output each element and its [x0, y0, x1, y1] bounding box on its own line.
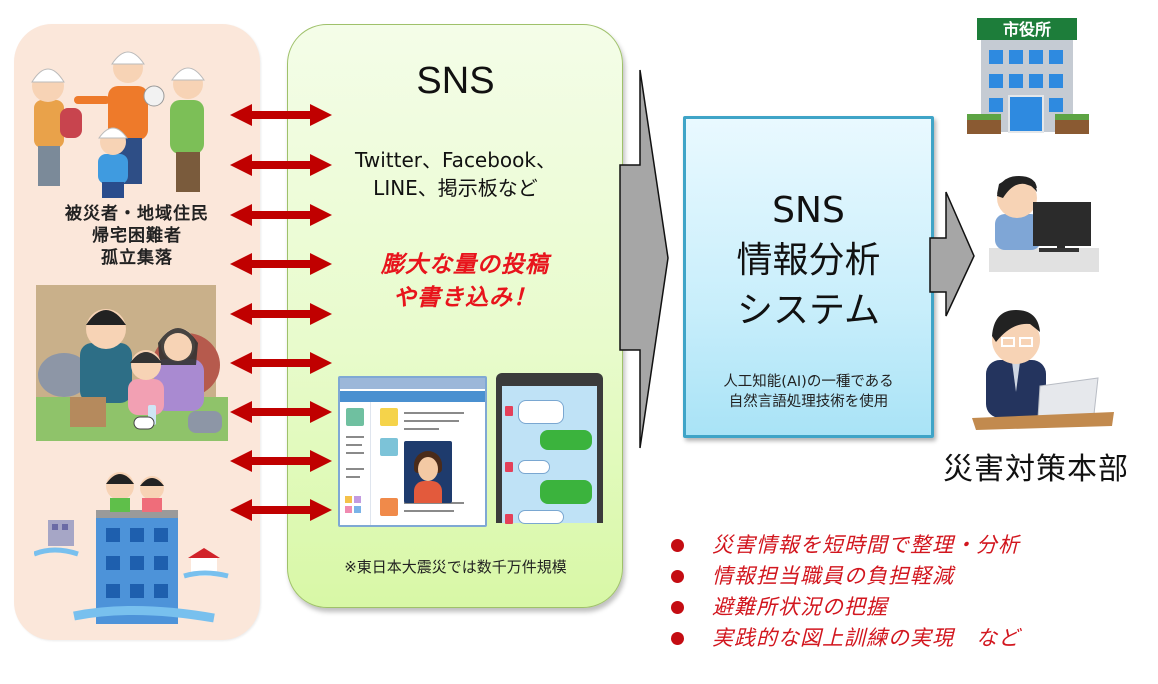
flow-arrow-to-hq-icon — [929, 191, 975, 317]
platforms-line-1: Twitter、Facebook、 — [354, 148, 556, 172]
exchange-arrow-icon — [230, 204, 332, 226]
exchange-arrow-icon — [230, 352, 332, 374]
exchange-arrow-icon — [230, 450, 332, 472]
benefit-item: 災害情報を短時間で整理・分析 — [665, 530, 1020, 561]
sns-browser-illustration — [338, 376, 487, 527]
bullet-icon — [671, 632, 684, 645]
benefit-text: 災害情報を短時間で整理・分析 — [712, 533, 1020, 557]
city-hall-sign: 市役所 — [1003, 20, 1051, 39]
system-title-line-1: SNS — [772, 190, 845, 231]
benefit-item: 避難所状況の把握 — [665, 592, 1020, 623]
benefits-list: 災害情報を短時間で整理・分析 情報担当職員の負担軽減 避難所状況の把握 実践的な… — [665, 530, 1020, 654]
system-title-line-2: 情報分析 — [736, 240, 881, 281]
flooded-building-illustration — [34, 472, 229, 624]
platforms-line-2: LINE、掲示板など — [373, 176, 538, 200]
posts-line-2: や書き込み！ — [393, 285, 537, 311]
official-with-laptop-illustration — [972, 310, 1114, 430]
label-stranded-commuters: 帰宅困難者 — [92, 226, 182, 246]
system-subtitle-line-2: 自然言語処理技術を使用 — [728, 394, 889, 410]
sns-title: SNS — [416, 60, 495, 102]
exchange-arrow-icon — [230, 401, 332, 423]
benefit-text: 実践的な図上訓練の実現 など — [712, 626, 1020, 650]
exchange-arrow-icon — [230, 104, 332, 126]
evacuation-shelter-illustration — [36, 285, 228, 441]
label-residents: 被災者・地域住民 — [65, 204, 209, 224]
smartphone-chat-illustration — [496, 373, 603, 524]
exchange-arrow-icon — [230, 253, 332, 275]
affected-people-label: 被災者・地域住民 帰宅困難者 孤立集落 — [14, 203, 260, 269]
posts-line-1: 膨大な量の投稿 — [381, 252, 549, 278]
bullet-icon — [671, 601, 684, 614]
analysis-system-box — [683, 116, 934, 438]
benefit-item: 情報担当職員の負担軽減 — [665, 561, 1020, 592]
system-subtitle-line-1: 人工知能(AI)の一種である — [723, 374, 894, 390]
sns-volume-note: ※東日本大震災では数千万件規模 — [344, 558, 567, 576]
staff-at-computer-illustration — [989, 176, 1099, 272]
sns-platforms: Twitter、Facebook、 LINE、掲示板など — [287, 146, 624, 202]
city-hall-illustration: 市役所 — [967, 18, 1089, 134]
bullet-icon — [671, 539, 684, 552]
label-isolated-villages: 孤立集落 — [101, 248, 173, 268]
benefit-text: 避難所状況の把握 — [712, 595, 888, 619]
bullet-icon — [671, 570, 684, 583]
exchange-arrow-icon — [230, 303, 332, 325]
analysis-system-subtitle: 人工知能(AI)の一種である 自然言語処理技術を使用 — [683, 372, 934, 412]
system-title-line-3: システム — [737, 290, 880, 331]
evacuating-people-illustration — [31, 51, 205, 198]
exchange-arrow-icon — [230, 499, 332, 521]
massive-posts-callout: 膨大な量の投稿 や書き込み！ — [330, 249, 600, 315]
benefit-item: 実践的な図上訓練の実現 など — [665, 623, 1020, 654]
benefit-text: 情報担当職員の負担軽減 — [712, 564, 954, 588]
exchange-arrow-icon — [230, 154, 332, 176]
analysis-system-title: SNS 情報分析 システム — [683, 186, 934, 336]
disaster-hq-label: 災害対策本部 — [943, 452, 1129, 487]
flow-arrow-to-analysis-icon — [619, 69, 669, 449]
